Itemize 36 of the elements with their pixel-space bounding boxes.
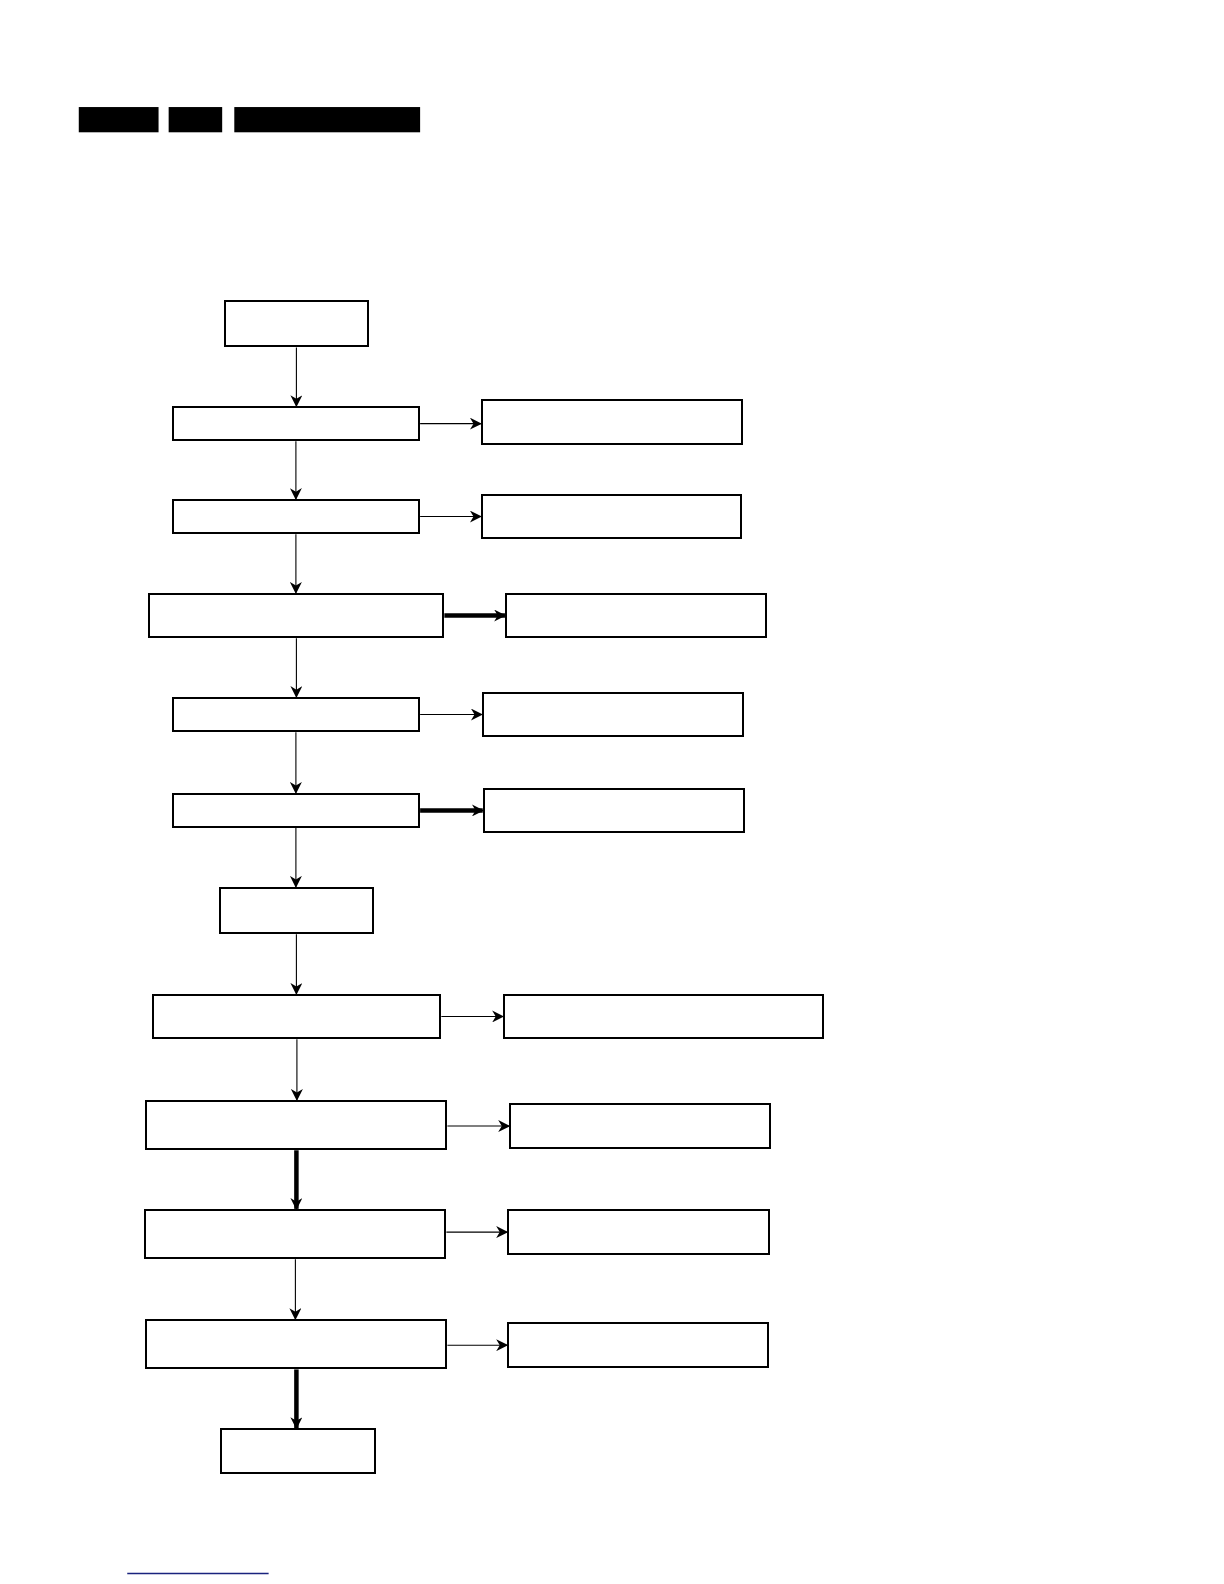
- arrow: [290, 346, 303, 408]
- process-box: [152, 993, 442, 1040]
- arrow: [290, 637, 303, 699]
- process-box: [506, 1208, 770, 1256]
- arrow: [419, 510, 482, 523]
- process-box: [148, 592, 445, 639]
- arrow: [290, 933, 303, 995]
- process-box: [506, 1321, 769, 1369]
- arrow: [289, 827, 302, 888]
- arrow: [290, 1038, 303, 1101]
- arrow: [290, 1369, 303, 1430]
- process-box: [504, 592, 767, 639]
- process-box: [502, 993, 825, 1040]
- process-box: [144, 1208, 447, 1260]
- process-box: [145, 1318, 448, 1370]
- arrow: [289, 533, 302, 594]
- process-box: [480, 398, 744, 446]
- process-box: [171, 696, 421, 733]
- arrow: [420, 804, 484, 817]
- process-box: [219, 886, 374, 935]
- arrow: [289, 731, 302, 794]
- process-box: [171, 792, 421, 829]
- arrow: [419, 417, 482, 430]
- process-box: [171, 405, 421, 442]
- arrow: [419, 708, 483, 721]
- process-box: [481, 691, 745, 738]
- process-box: [220, 1428, 376, 1475]
- process-box: [145, 1099, 448, 1151]
- process-box: [482, 787, 746, 834]
- process-box: [480, 493, 743, 540]
- arrow: [289, 1258, 302, 1321]
- process-box: [509, 1102, 771, 1150]
- process-box: [171, 498, 421, 535]
- arrow: [290, 1150, 303, 1211]
- process-box: [224, 299, 369, 348]
- arrow: [289, 440, 302, 501]
